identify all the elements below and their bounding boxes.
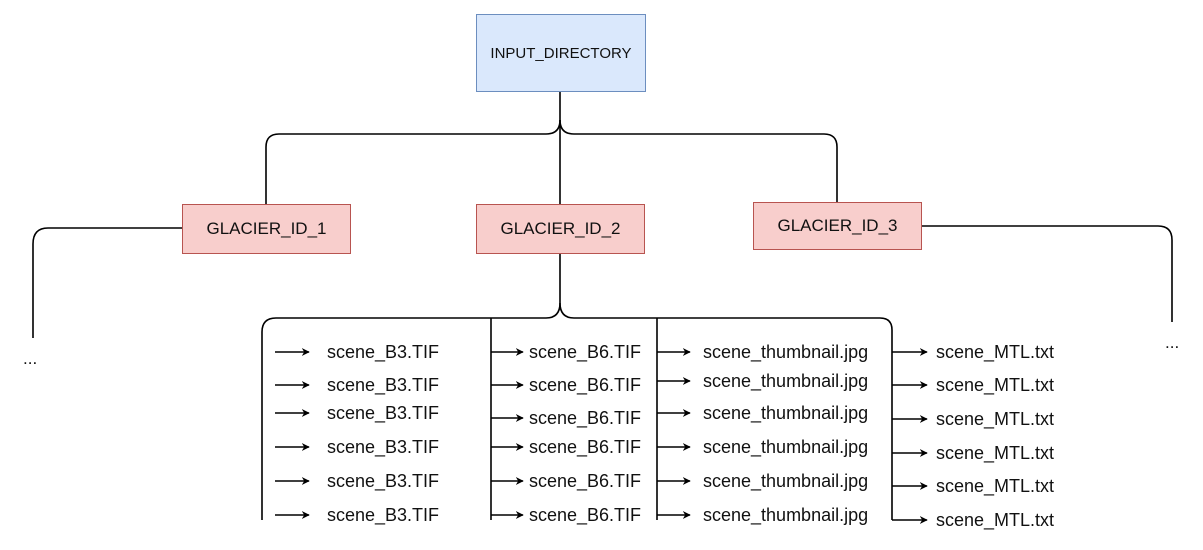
file-label: scene_MTL.txt <box>936 443 1055 463</box>
glacier-label-1: GLACIER_ID_1 <box>206 219 327 238</box>
file-label: scene_MTL.txt <box>936 375 1055 395</box>
file-label: scene_thumbnail.jpg <box>703 403 869 423</box>
link-glacier-3-more <box>922 225 1173 322</box>
file-label: scene_B3.TIF <box>327 471 440 491</box>
link-root-glacier-3 <box>559 119 838 202</box>
file-label: scene_B3.TIF <box>327 342 440 362</box>
file-label: scene_B6.TIF <box>529 471 642 491</box>
link-glacier-2-files <box>261 253 561 520</box>
file-label: scene_thumbnail.jpg <box>703 342 869 362</box>
file-label: scene_thumbnail.jpg <box>703 437 869 457</box>
file-label: scene_B3.TIF <box>327 437 440 457</box>
file-label: scene_MTL.txt <box>936 510 1055 530</box>
file-label: scene_B3.TIF <box>327 375 440 395</box>
more-glaciers-left: ... <box>23 349 38 368</box>
file-label: scene_MTL.txt <box>936 476 1055 496</box>
file-label: scene_MTL.txt <box>936 342 1055 362</box>
input-directory-node: INPUT_DIRECTORY <box>476 14 646 92</box>
link-files-right <box>559 302 893 520</box>
input-directory-label: INPUT_DIRECTORY <box>490 44 632 62</box>
glacier-label-2: GLACIER_ID_2 <box>500 219 621 238</box>
file-label: scene_B3.TIF <box>327 403 440 423</box>
link-glacier-1-more <box>32 227 182 338</box>
file-label: scene_B3.TIF <box>327 505 440 525</box>
file-label: scene_thumbnail.jpg <box>703 471 869 491</box>
link-root-glacier-1 <box>265 92 561 204</box>
glacier-node-2: GLACIER_ID_2 <box>476 204 645 254</box>
file-label: scene_B6.TIF <box>529 342 642 362</box>
glacier-node-1: GLACIER_ID_1 <box>182 204 351 254</box>
file-label: scene_thumbnail.jpg <box>703 371 869 391</box>
glacier-node-3: GLACIER_ID_3 <box>753 202 922 250</box>
glacier-label-3: GLACIER_ID_3 <box>777 216 898 235</box>
file-label: scene_B6.TIF <box>529 505 642 525</box>
file-label: scene_MTL.txt <box>936 409 1055 429</box>
file-label: scene_B6.TIF <box>529 375 642 395</box>
file-label: scene_B6.TIF <box>529 408 642 428</box>
file-label: scene_B6.TIF <box>529 437 642 457</box>
file-label: scene_thumbnail.jpg <box>703 505 869 525</box>
more-glaciers-right: ... <box>1165 333 1180 352</box>
